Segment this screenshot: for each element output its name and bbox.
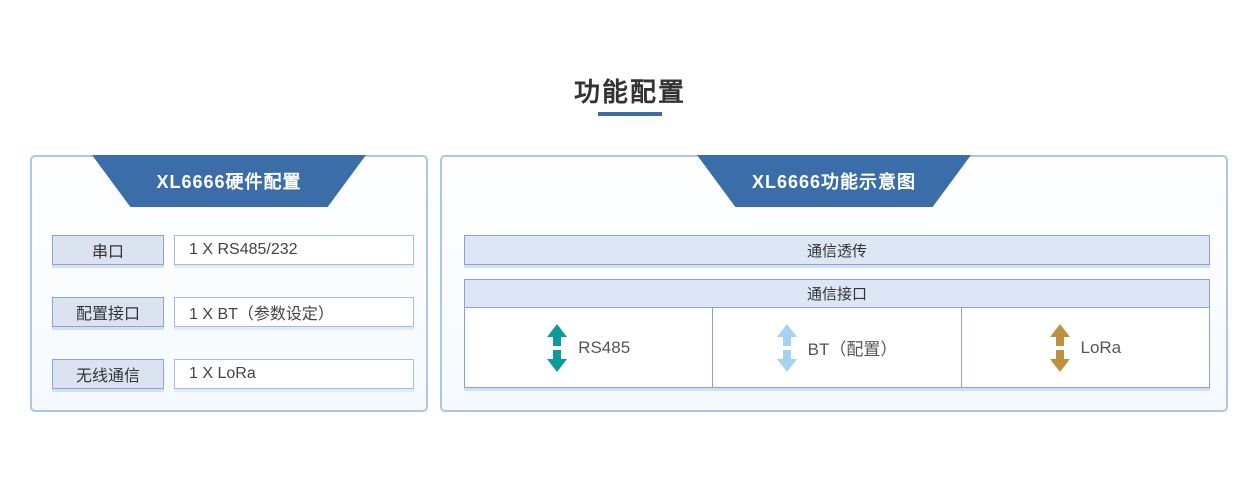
hardware-row-config-interface: 配置接口 1 X BT（参数设定） (52, 297, 414, 327)
double-vertical-arrow-icon (776, 323, 797, 372)
hardware-panel: XL6666硬件配置 串口 1 X RS485/232 配置接口 1 X BT（… (30, 155, 428, 412)
hardware-row-value: 1 X RS485/232 (174, 235, 414, 265)
hardware-row-serial: 串口 1 X RS485/232 (52, 235, 414, 265)
hardware-row-value: 1 X LoRa (174, 359, 414, 389)
interface-cell-bt: BT（配置） (713, 308, 962, 387)
function-panel: XL6666功能示意图 通信透传 通信接口 RS485 BT（ (440, 155, 1228, 412)
hardware-panel-header: XL6666硬件配置 (92, 155, 366, 207)
interface-cell-rs485: RS485 (465, 308, 714, 387)
interface-table-body: RS485 BT（配置） LoRa (465, 308, 1209, 387)
hardware-row-label: 无线通信 (52, 359, 164, 389)
hardware-row-label: 串口 (52, 235, 164, 265)
title-underline (598, 112, 662, 116)
interface-cell-label: BT（配置） (807, 340, 898, 359)
interface-cell-label: RS485 (578, 337, 631, 357)
hardware-row-wireless: 无线通信 1 X LoRa (52, 359, 414, 389)
interface-cell-label: LoRa (1080, 337, 1122, 357)
passthrough-bar: 通信透传 (464, 235, 1210, 265)
interface-table: 通信接口 RS485 BT（配置） (464, 279, 1210, 388)
function-panel-header: XL6666功能示意图 (697, 155, 971, 207)
hardware-row-value: 1 X BT（参数设定） (174, 297, 414, 327)
interface-table-header: 通信接口 (465, 280, 1209, 308)
double-vertical-arrow-icon (1049, 323, 1070, 372)
hardware-row-label: 配置接口 (52, 297, 164, 327)
interface-cell-lora: LoRa (961, 308, 1209, 387)
page-title: 功能配置 (573, 77, 686, 107)
double-vertical-arrow-icon (547, 323, 568, 372)
